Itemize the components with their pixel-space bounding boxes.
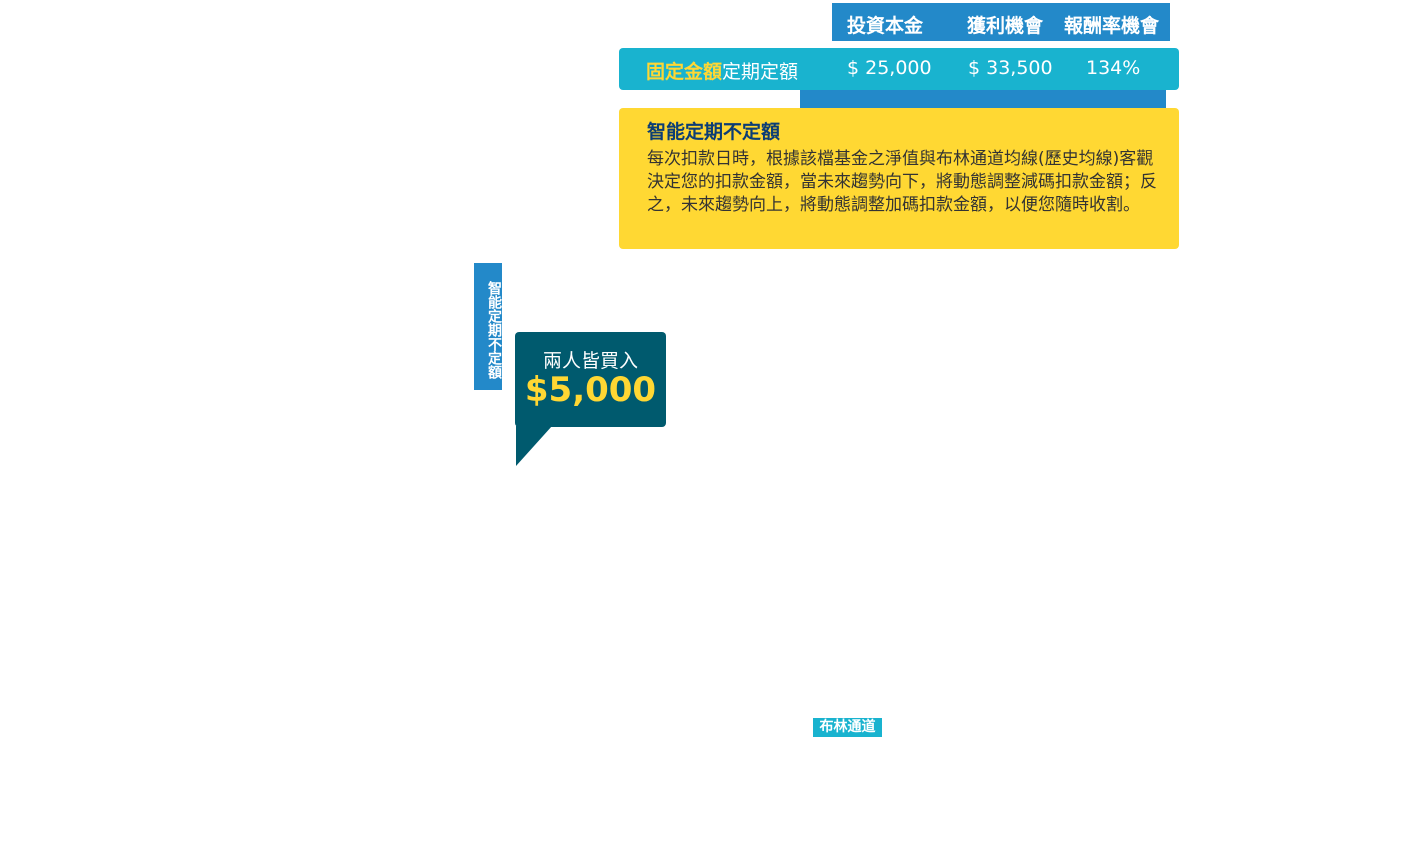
table-header: 投資本金 獲利機會 報酬率機會 xyxy=(832,3,1170,41)
connector-bar xyxy=(800,90,1166,108)
header-principal: 投資本金 xyxy=(847,15,924,37)
smart-plan-description: 每次扣款日時，根據該檔基金之淨值與布林通道均線(歷史均線)客觀決定您的扣款金額，… xyxy=(647,149,1157,215)
row-return: 134% xyxy=(1086,57,1141,79)
row-principal: $ 25,000 xyxy=(847,57,932,79)
header-return: 報酬率機會 xyxy=(1064,15,1160,37)
smart-plan-card: 智能定期不定額 每次扣款日時，根據該檔基金之淨值與布林通道均線(歷史均線)客觀決… xyxy=(619,108,1179,249)
header-profit: 獲利機會 xyxy=(967,15,1044,37)
smart-plan-title: 智能定期不定額 xyxy=(647,121,781,143)
bubble-text: 兩人皆買入 xyxy=(542,350,638,372)
speech-bubble: 兩人皆買入 $5,000 xyxy=(515,332,666,427)
vertical-label: 智能定期不定額 xyxy=(474,263,502,390)
bubble-tail xyxy=(516,426,552,466)
row-label: 定期定額 xyxy=(722,61,799,83)
bubble-amount: $5,000 xyxy=(524,370,657,410)
row-profit: $ 33,500 xyxy=(968,57,1053,79)
bollinger-tag: 布林通道 xyxy=(813,718,882,737)
row-label-highlight: 固定金額 xyxy=(646,61,723,83)
fixed-amount-row: 固定金額定期定額 $ 25,000 $ 33,500 134% xyxy=(619,48,1179,90)
